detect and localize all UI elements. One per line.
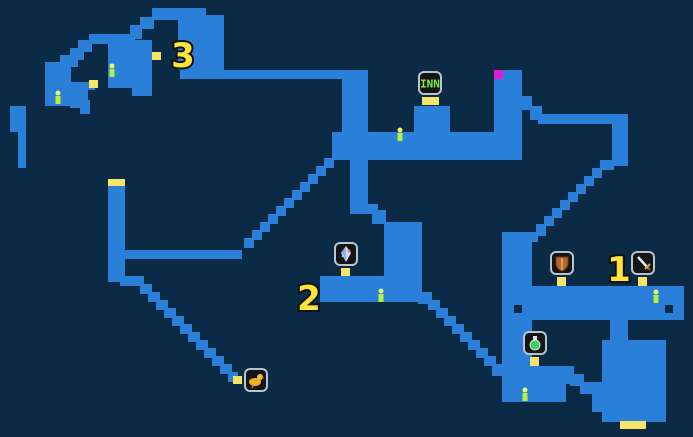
door[interactable] [152, 52, 161, 60]
inn-door[interactable] [422, 97, 439, 105]
doors [89, 52, 647, 429]
wall-block [514, 305, 522, 313]
exit-west[interactable] [108, 179, 125, 186]
crystal-door[interactable] [341, 268, 350, 276]
npc-marker[interactable] [397, 127, 403, 142]
weapon-shop-door[interactable] [638, 277, 647, 286]
inn-label: INN [420, 78, 440, 91]
wall-block [665, 305, 673, 313]
npc-marker[interactable] [522, 387, 528, 402]
npc-marker[interactable] [109, 63, 115, 78]
area-number-1: 1 [607, 250, 631, 290]
potion-shop-door[interactable] [530, 357, 539, 366]
exit-south[interactable] [620, 421, 646, 429]
central-plaza [320, 158, 506, 376]
chocobo-door[interactable] [233, 376, 242, 384]
east-district [502, 232, 684, 422]
door[interactable] [89, 80, 98, 88]
north-corridor [180, 70, 628, 166]
shield-shop-door[interactable] [557, 277, 566, 286]
weapon-shop-icon[interactable] [631, 251, 655, 275]
potion-shop-icon[interactable] [523, 331, 547, 355]
west-column [108, 186, 242, 382]
area-number-3: 3 [171, 36, 195, 76]
npc-marker[interactable] [378, 288, 384, 303]
npc-markers [55, 63, 659, 402]
current-position-marker [494, 70, 503, 79]
inn-icon[interactable]: INN [418, 71, 442, 95]
npc-marker[interactable] [653, 289, 659, 304]
area-number-2: 2 [297, 279, 321, 319]
crystal-icon[interactable] [334, 242, 358, 266]
shield-shop-icon[interactable] [550, 251, 574, 275]
west-building [10, 8, 224, 168]
npc-marker[interactable] [55, 90, 61, 105]
chocobo-icon[interactable] [244, 368, 268, 392]
diagonal-stairs-west [244, 158, 334, 248]
diagonal-stairs-east [536, 160, 614, 236]
